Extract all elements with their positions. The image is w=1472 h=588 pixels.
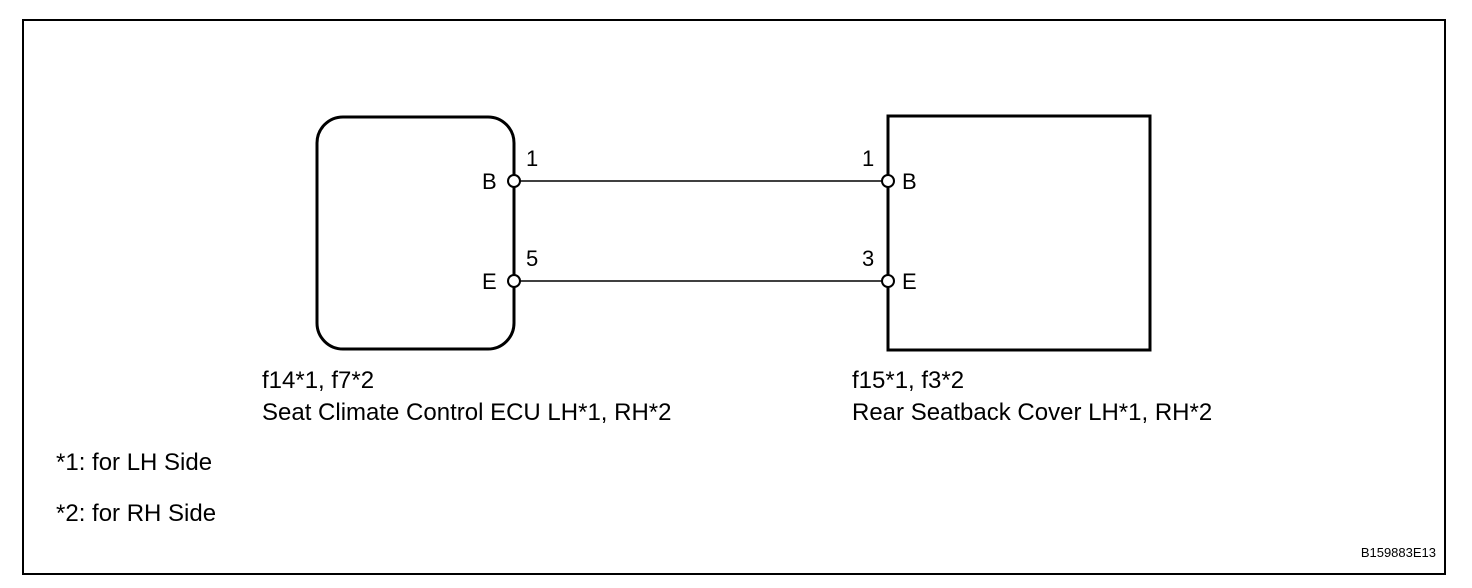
rear-seatback-cover-box xyxy=(886,114,1152,352)
left-terminal-b-pin: 1 xyxy=(526,146,538,171)
left-component-name: Seat Climate Control ECU LH*1, RH*2 xyxy=(262,399,672,426)
left-terminal-b-letter: B xyxy=(482,169,497,194)
footnote-lh: *1: for LH Side xyxy=(56,449,212,476)
right-terminal-e xyxy=(881,274,895,288)
left-terminal-e-pin: 5 xyxy=(526,246,538,271)
right-connector-code: f15*1, f3*2 xyxy=(852,367,964,394)
seat-climate-control-ecu-box xyxy=(315,115,516,351)
footnote-rh: *2: for RH Side xyxy=(56,500,216,527)
right-terminal-b-letter: B xyxy=(902,169,917,194)
right-terminal-e-letter: E xyxy=(902,269,917,294)
right-terminal-b-pin: 1 xyxy=(862,146,874,171)
right-component-name: Rear Seatback Cover LH*1, RH*2 xyxy=(852,399,1212,426)
left-connector-code: f14*1, f7*2 xyxy=(262,367,374,394)
left-terminal-e-letter: E xyxy=(482,269,497,294)
left-terminal-b xyxy=(507,174,521,188)
right-terminal-e-pin: 3 xyxy=(862,246,874,271)
figure-id: B159883E13 xyxy=(1361,545,1436,560)
diagram-frame xyxy=(22,19,1446,575)
left-terminal-e xyxy=(507,274,521,288)
right-terminal-b xyxy=(881,174,895,188)
